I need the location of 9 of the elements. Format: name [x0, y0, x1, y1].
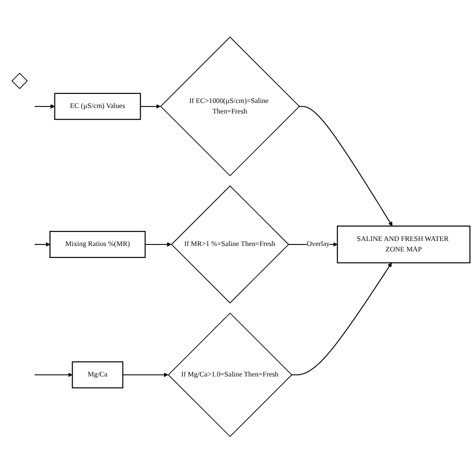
arrow	[298, 106, 392, 226]
node-diamond	[11, 72, 28, 90]
arrow	[34, 242, 50, 247]
arrow	[122, 372, 168, 378]
arrow	[34, 104, 55, 109]
arrow	[291, 262, 392, 376]
arrow	[140, 104, 161, 109]
arrow	[144, 242, 172, 247]
arrow	[34, 372, 73, 378]
